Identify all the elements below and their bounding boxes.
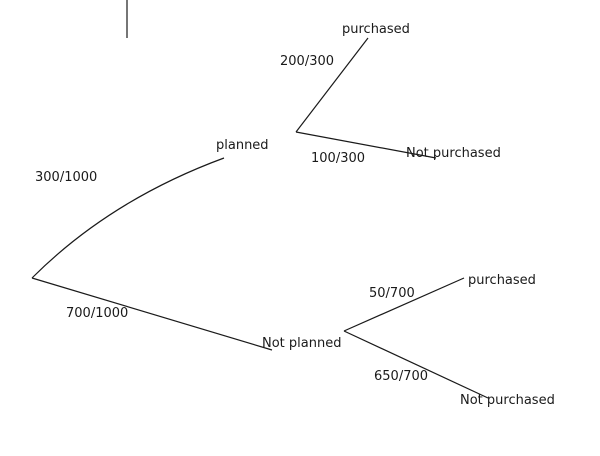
branch-planned-not-purchased (295, 131, 437, 159)
node-not-planned: Not planned (262, 336, 342, 351)
prob-not-planned-purchased: 50/700 (369, 286, 415, 301)
node-planned-not-purchased: Not purchased (406, 146, 501, 161)
prob-planned: 300/1000 (35, 170, 98, 185)
branch-planned-purchased (295, 37, 369, 133)
branch-not-planned-purchased (343, 277, 465, 332)
prob-not-planned: 700/1000 (66, 306, 129, 321)
node-not-planned-purchased: purchased (468, 273, 536, 288)
branch-not-planned (31, 277, 273, 351)
prob-planned-not-purchased: 100/300 (311, 151, 366, 166)
node-planned: planned (216, 138, 269, 153)
node-planned-purchased: purchased (342, 22, 410, 37)
branch-not-planned-not-purchased (343, 330, 489, 399)
prob-planned-purchased: 200/300 (280, 54, 335, 69)
prob-not-planned-not-purchased: 650/700 (374, 369, 429, 384)
node-not-planned-not-purchased: Not purchased (460, 393, 555, 408)
branch-planned (31, 157, 225, 279)
